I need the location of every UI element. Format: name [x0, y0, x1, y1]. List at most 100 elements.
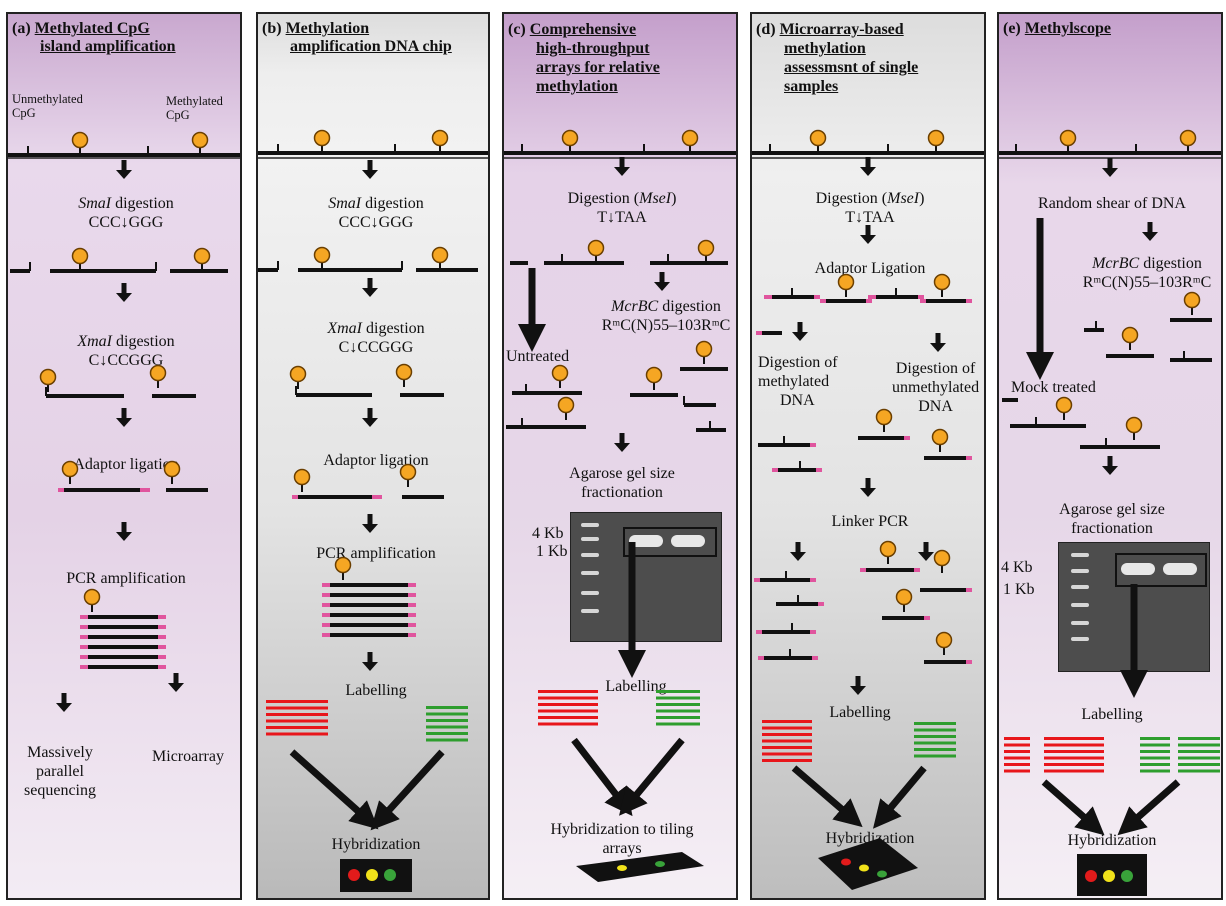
methyl-ball: [697, 239, 715, 257]
probe-line: [914, 741, 956, 745]
arrow-shaft: [367, 278, 373, 289]
probe-line: [538, 696, 598, 700]
arrow-head: [362, 662, 378, 671]
probe-line: [1044, 737, 1104, 740]
probe-line: [266, 726, 328, 729]
probe-line: [656, 690, 700, 693]
big-arrow: [1117, 779, 1181, 836]
arrow-shaft: [121, 522, 127, 533]
methyl-ball: [695, 340, 713, 358]
methyl-ball: [395, 363, 413, 381]
c-untreated-label: Untreated: [506, 348, 570, 365]
probe-line: [1140, 737, 1170, 740]
panel-a-title-line1: Methylated CpG: [34, 20, 150, 37]
probe-line: [762, 726, 812, 730]
e-chip-yellow-spot: [1103, 870, 1115, 882]
c-gel-ladder-band: [581, 553, 599, 557]
probe-line: [426, 719, 468, 722]
e-gel-1kb-label: 1 Kb: [1003, 581, 1035, 598]
arrow-head: [860, 488, 876, 497]
arrow-shaft: [1147, 222, 1153, 233]
a-adaptor-ligation: Adaptor ligation: [73, 456, 179, 473]
arrow-head: [362, 288, 378, 297]
arrow-head: [850, 686, 866, 695]
c-gel-sample-lane: [671, 535, 705, 547]
arrow-head: [790, 552, 806, 561]
panel-a-label: (a): [12, 20, 31, 37]
probe-line: [762, 752, 812, 756]
e-gel-ladder-band: [1071, 603, 1089, 607]
arrow-shaft: [855, 676, 861, 687]
methyl-ball: [1125, 416, 1143, 434]
c-gel-ladder-band: [581, 523, 599, 527]
probe-line: [914, 728, 956, 732]
probe-line: [426, 706, 468, 709]
arrow-shaft: [795, 542, 801, 553]
probe-line: [1140, 750, 1170, 753]
e-gel-4kb-label: 4 Kb: [1001, 559, 1033, 576]
d-chip-spot: [859, 864, 869, 872]
methyl-ball: [895, 588, 913, 606]
arrow-head: [362, 524, 378, 533]
big-arrow: [571, 737, 633, 817]
d-msei-step: Digestion (MseI)T↓TAA: [815, 190, 925, 226]
d-adaptor-ligation: Adaptor Ligation: [814, 260, 926, 277]
c-gel-sample-lane: [629, 535, 663, 547]
arrow-head: [1102, 168, 1118, 177]
methyl-ball: [313, 246, 331, 264]
arrow-shaft: [121, 408, 127, 419]
methyl-ball: [1055, 396, 1073, 414]
methyl-ball: [561, 129, 579, 147]
methyl-ball: [191, 131, 209, 149]
c-tiling-array-chip: [576, 852, 704, 882]
probe-line: [1044, 743, 1104, 747]
e-gel-ladder-band: [1071, 621, 1089, 625]
probe-line: [762, 759, 812, 762]
arrow-shaft: [865, 157, 871, 168]
arrow-head: [116, 418, 132, 427]
e-gel-ladder-band: [1071, 585, 1089, 589]
arrow-head: [56, 703, 72, 712]
d-chip-spot: [841, 858, 851, 866]
b-chip-green-spot: [384, 869, 396, 881]
probe-line: [538, 722, 598, 726]
methyl-ball: [1183, 291, 1201, 309]
methyl-ball: [289, 365, 307, 383]
arrow-head: [116, 170, 132, 179]
methyl-ball: [431, 129, 449, 147]
methyl-ball: [399, 463, 417, 481]
methyl-ball: [935, 631, 953, 649]
methyl-ball: [163, 460, 181, 478]
e-gel-ladder-band: [1071, 553, 1089, 557]
b-labelling: Labelling: [345, 682, 407, 699]
probe-line: [762, 720, 812, 723]
arrow-head: [614, 443, 630, 452]
methyl-ball: [557, 396, 575, 414]
c-gel-4kb-label: 4 Kb: [532, 525, 564, 542]
probe-line: [914, 754, 956, 758]
big-arrow: [289, 749, 379, 830]
e-mock-treated: Mock treated: [1011, 379, 1096, 396]
probe-line: [1004, 750, 1030, 753]
a-pcr-amplification: PCR amplification: [66, 570, 186, 587]
methyl-ball: [933, 549, 951, 567]
probe-line: [538, 703, 598, 706]
arrow-shaft: [865, 225, 871, 236]
c-gel-excised-region: [623, 527, 717, 557]
methyl-ball: [837, 273, 855, 291]
e-gel-sample-lane: [1163, 563, 1197, 575]
probe-line: [538, 716, 598, 719]
panel-a-title: (a) Methylated CpG island amplification: [12, 20, 176, 56]
probe-line: [914, 735, 956, 738]
probe-line: [1178, 756, 1220, 760]
methyl-ball: [875, 408, 893, 426]
probe-line: [1004, 763, 1030, 766]
c-gel-1kb-label: 1 Kb: [536, 543, 568, 560]
d-chip-spot: [877, 870, 887, 878]
panel-c-title: (c) Comprehensive high-throughput arrays…: [508, 21, 660, 95]
